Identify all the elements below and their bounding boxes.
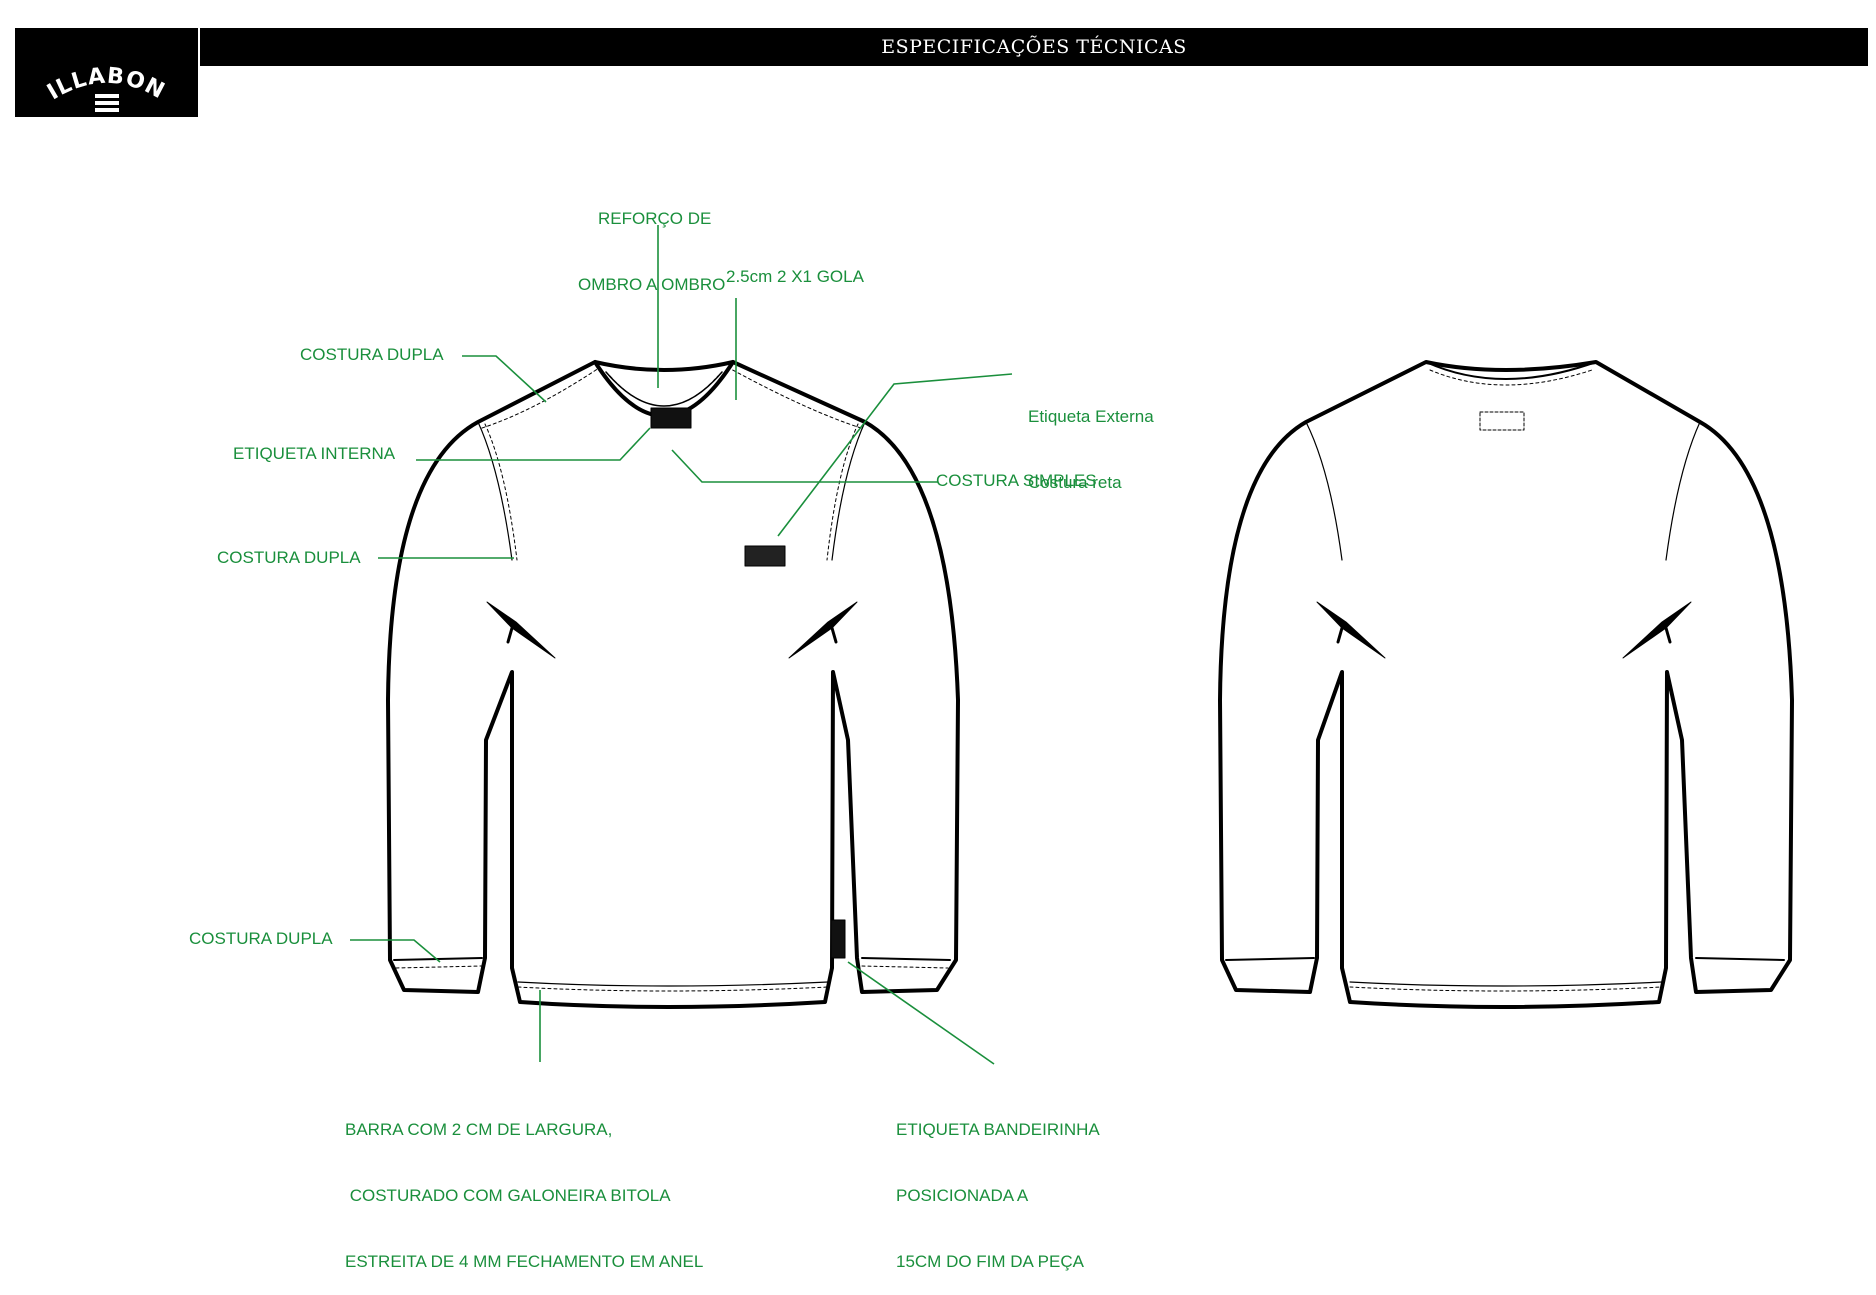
label-reforco: REFORÇO DE OMBRO A OMBRO: [578, 164, 725, 318]
label-reforco-line2: OMBRO A OMBRO: [578, 275, 726, 294]
label-gola: 2.5cm 2 X1 GOLA: [726, 267, 864, 286]
label-etiqueta-externa-line2: Costura reta: [1028, 473, 1122, 492]
label-bandeirinha-line2: POSICIONADA A: [896, 1186, 1029, 1205]
label-barra-line1: BARRA COM 2 CM DE LARGURA,: [345, 1120, 613, 1139]
label-etiqueta-externa-line1: Etiqueta Externa: [1028, 407, 1154, 426]
label-bandeirinha: ETIQUETA BANDEIRINHA POSICIONADA A 15CM …: [896, 1075, 1100, 1295]
page-title: ESPECIFICAÇÕES TÉCNICAS: [200, 28, 1868, 66]
front-shirt: [386, 360, 960, 1009]
label-costura-dupla-manga: COSTURA DUPLA: [217, 548, 361, 567]
label-etiqueta-interna: ETIQUETA INTERNA: [233, 444, 396, 463]
label-etiqueta-externa: Etiqueta Externa Costura reta: [1028, 362, 1154, 516]
label-reforco-line1: REFORÇO DE: [598, 209, 712, 228]
leader-lines: [350, 225, 1013, 1065]
back-shirt: [1218, 360, 1794, 1009]
label-barra-line3: ESTREITA DE 4 MM FECHAMENTO EM ANEL: [345, 1252, 704, 1271]
tech-drawing: [350, 225, 1794, 1065]
brand-logo: BILLABONG: [15, 28, 198, 117]
label-costura-dupla-punho: COSTURA DUPLA: [189, 929, 333, 948]
label-costura-dupla-ombro: COSTURA DUPLA: [300, 345, 444, 364]
label-bandeirinha-line1: ETIQUETA BANDEIRINHA: [896, 1120, 1100, 1139]
label-bandeirinha-line3: 15CM DO FIM DA PEÇA: [896, 1252, 1084, 1271]
label-barra: BARRA COM 2 CM DE LARGURA, COSTURADO COM…: [345, 1075, 703, 1295]
label-barra-line2: COSTURADO COM GALONEIRA BITOLA: [345, 1186, 671, 1205]
label-costura-simples: COSTURA SIMPLES: [936, 471, 1097, 490]
